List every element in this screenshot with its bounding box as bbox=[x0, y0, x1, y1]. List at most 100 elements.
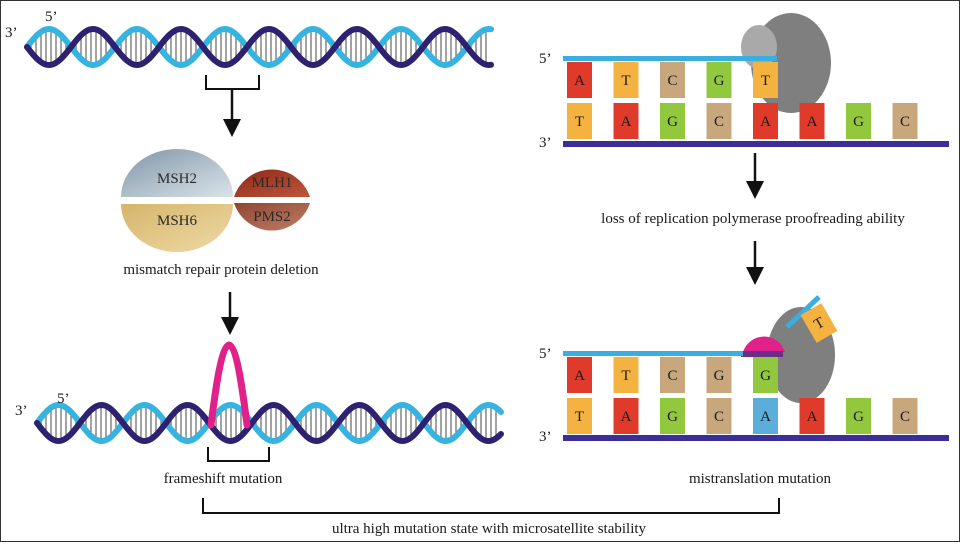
base-2: C bbox=[660, 357, 685, 393]
base-block bbox=[753, 103, 778, 139]
base-4: A bbox=[753, 398, 778, 434]
base-letter: C bbox=[714, 114, 724, 130]
base-block bbox=[753, 62, 778, 98]
helix-bottom-3-prime: 3’ bbox=[15, 403, 28, 419]
base-1: A bbox=[613, 398, 639, 434]
base-2: C bbox=[660, 62, 685, 98]
arrow-down-3 bbox=[746, 153, 764, 199]
base-block bbox=[753, 357, 778, 393]
helix-bottom-5-prime: 5’ bbox=[57, 391, 70, 407]
base-block bbox=[613, 103, 639, 139]
dark-strand bbox=[34, 401, 504, 445]
base-3: C bbox=[706, 103, 732, 139]
base-block bbox=[660, 103, 685, 139]
base-letter: C bbox=[714, 409, 724, 425]
base-letter: T bbox=[761, 73, 770, 89]
arrow-down-1 bbox=[223, 89, 241, 137]
base-letter: A bbox=[807, 114, 818, 130]
exonuclease-domain bbox=[743, 336, 785, 352]
base-2: G bbox=[660, 103, 685, 139]
bottom-panel-5-prime: 5’ bbox=[539, 346, 552, 362]
mismatch-bracket bbox=[205, 75, 260, 90]
top-strand-backbone bbox=[563, 56, 777, 61]
base-block bbox=[799, 398, 825, 434]
base-letter: T bbox=[621, 73, 630, 89]
base-0: A bbox=[567, 357, 592, 393]
msh6-protein bbox=[121, 204, 233, 252]
frameshift-loop bbox=[207, 341, 251, 429]
base-letter: A bbox=[760, 114, 771, 130]
base-block bbox=[846, 398, 871, 434]
bottom-strand-backbone bbox=[563, 141, 949, 147]
frameshift-caption: frameshift mutation bbox=[164, 471, 283, 487]
base-5: A bbox=[799, 103, 825, 139]
base-block bbox=[567, 357, 592, 393]
pms2-label: PMS2 bbox=[253, 209, 291, 225]
base-block bbox=[567, 103, 592, 139]
dna-helix-frameshift bbox=[34, 401, 504, 445]
base-0: T bbox=[567, 398, 592, 434]
base-letter: T bbox=[621, 368, 630, 384]
base-3: G bbox=[706, 357, 732, 393]
mlh1-label: MLH1 bbox=[252, 175, 293, 191]
msh6-label: MSH6 bbox=[157, 213, 198, 229]
flipped-out-base: T bbox=[800, 303, 838, 343]
base-block bbox=[706, 398, 732, 434]
base-block bbox=[706, 103, 732, 139]
mlh1-protein bbox=[234, 169, 310, 197]
base-6: G bbox=[846, 103, 871, 139]
base-block bbox=[892, 103, 918, 139]
dna-helix-top bbox=[24, 25, 494, 69]
base-block bbox=[660, 357, 685, 393]
proofreading-loss-caption: loss of replication polymerase proofread… bbox=[601, 211, 905, 227]
top-panel-5-prime: 5’ bbox=[539, 51, 552, 67]
base-letter: G bbox=[667, 114, 678, 130]
base-4: A bbox=[753, 103, 778, 139]
base-1: T bbox=[613, 357, 639, 393]
helix-top-5-prime: 5’ bbox=[45, 9, 58, 25]
base-block bbox=[846, 103, 871, 139]
base-block bbox=[613, 62, 639, 98]
base-block bbox=[706, 357, 732, 393]
base-letter: G bbox=[853, 409, 864, 425]
base-block bbox=[892, 398, 918, 434]
combined-bracket bbox=[202, 498, 780, 514]
base-letter: A bbox=[574, 73, 585, 89]
msh2-label: MSH2 bbox=[157, 171, 197, 187]
base-letter: A bbox=[621, 409, 632, 425]
base-letter: C bbox=[900, 409, 910, 425]
base-letter: C bbox=[667, 73, 677, 89]
base-6: G bbox=[846, 398, 871, 434]
base-block bbox=[567, 62, 592, 98]
base-1: T bbox=[613, 62, 639, 98]
base-0: T bbox=[567, 103, 592, 139]
light-strand bbox=[24, 25, 494, 69]
mmr-deletion-caption: mismatch repair protein deletion bbox=[123, 262, 319, 278]
frameshift-bracket bbox=[207, 447, 270, 462]
base-block bbox=[613, 398, 639, 434]
base-letter: T bbox=[575, 114, 584, 130]
bottom-panel-3-prime: 3’ bbox=[539, 429, 552, 445]
base-letter: T bbox=[575, 409, 584, 425]
base-3: C bbox=[706, 398, 732, 434]
base-letter: A bbox=[621, 114, 632, 130]
base-letter: G bbox=[853, 114, 864, 130]
mistranslation-caption: mistranslation mutation bbox=[689, 471, 832, 487]
msi-state-caption: ultra high mutation state with microsate… bbox=[332, 521, 647, 537]
base-letter: A bbox=[574, 368, 585, 384]
base-block bbox=[706, 62, 732, 98]
pms2-protein bbox=[234, 203, 310, 231]
helix-top-3-prime: 3’ bbox=[5, 25, 18, 41]
arrow-down-2 bbox=[221, 292, 239, 335]
base-7: C bbox=[892, 398, 918, 434]
base-letter: A bbox=[760, 409, 771, 425]
base-0: A bbox=[567, 62, 592, 98]
arrow-down-4 bbox=[746, 241, 764, 285]
base-letter: C bbox=[667, 368, 677, 384]
base-block bbox=[660, 62, 685, 98]
